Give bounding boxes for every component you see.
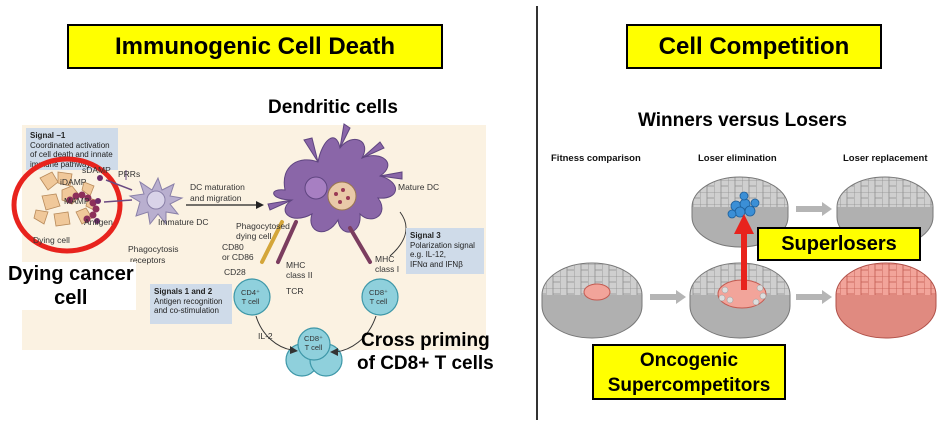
superloser-cluster	[727, 191, 760, 219]
arrow-bottom-1	[650, 290, 686, 304]
label-immature-dc: Immature DC	[158, 217, 209, 227]
signal-3-box: Signal 3 Polarization signal e.g. IL-12,…	[406, 228, 484, 274]
label-tcr: TCR	[286, 286, 304, 296]
dying-cell-highlight-circle	[11, 156, 123, 254]
costim-receptor	[260, 220, 284, 264]
winners-losers-subtitle: Winners versus Losers	[638, 110, 847, 131]
signal-minus1-line2: of cell death and innate	[30, 150, 113, 160]
superlosers-label: Superlosers	[781, 233, 897, 255]
signal-minus1-heading: Signal −1	[30, 131, 66, 140]
icd-title-box: Immunogenic Cell Death	[67, 24, 443, 69]
stage-loser-replacement: Loser replacement	[843, 153, 928, 164]
label-or-cd86: or CD86	[222, 252, 254, 262]
label-idamp: iDAMP	[60, 177, 87, 187]
label-sdamp: sDAMP	[82, 165, 111, 175]
oncogenic-label-2: Supercompetitors	[607, 375, 771, 396]
label-dying-cell: Dying cell	[33, 235, 70, 245]
label-cd4-tcell: CD4⁺T cell	[241, 288, 260, 306]
stage-fitness-comparison: Fitness comparison	[551, 153, 641, 164]
tissue-bottom-fitness	[541, 262, 643, 339]
label-cd80: CD80	[222, 242, 244, 252]
label-dc-maturation: DC maturation	[190, 182, 245, 192]
red-arrow-head	[734, 214, 754, 234]
signals-1-2-heading: Signals 1 and 2	[154, 287, 213, 296]
dendritic-cells-title: Dendritic cells	[268, 97, 398, 118]
arrow-top	[796, 202, 832, 216]
label-mhc-class-ii-1: MHC	[286, 260, 306, 270]
signals-1-2-line2: and co-stimulation	[154, 306, 219, 316]
label-mature-dc: Mature DC	[398, 182, 440, 192]
red-arrow-shaft	[741, 232, 747, 290]
dying-cancer-cell-label: Dying cancer cell	[6, 262, 136, 310]
label-cd8-tcell: CD8⁺T cell	[369, 288, 388, 306]
signal-minus1-line1: Coordinated activation	[30, 140, 110, 150]
cross-priming-label: Cross priming of CD8+ T cells	[357, 330, 494, 374]
mature-dc-nucleus	[304, 176, 328, 200]
mhc-i-receptor	[348, 226, 372, 264]
label-receptors: receptors	[130, 255, 166, 265]
signal-3-line1: Polarization signal	[410, 240, 475, 250]
label-cd8-cluster: CD8⁺T cell	[304, 334, 323, 352]
arrow-bottom-2	[796, 290, 832, 304]
label-mhc-class-ii-2: class II	[286, 270, 313, 280]
cc-title-box: Cell Competition	[626, 24, 882, 69]
phagocytosed-cell	[327, 181, 357, 211]
label-prrs: PRRs	[118, 169, 141, 179]
label-mhc-class-i-2: class I	[375, 264, 400, 274]
panel-divider	[536, 6, 538, 420]
signals-1-2-box: Signals 1 and 2 Antigen recognition and …	[150, 284, 232, 324]
label-phagocytosis: Phagocytosis	[128, 244, 179, 254]
oncogenic-supercompetitors-box: Oncogenic Supercompetitors	[592, 344, 786, 400]
label-dying-cell-2: dying cell	[236, 231, 272, 241]
label-mamp: MAMP	[64, 196, 90, 206]
signal-3-line3: IFNα and IFNβ	[410, 259, 463, 269]
superlosers-box: Superlosers	[757, 227, 921, 261]
tissue-bottom-replacement	[835, 262, 937, 339]
stage-loser-elimination: Loser elimination	[698, 153, 777, 164]
cc-title: Cell Competition	[658, 33, 850, 60]
tissue-bottom-elimination	[689, 262, 791, 339]
label-il2: IL-2	[258, 331, 273, 341]
signal-3-line2: e.g. IL-12,	[410, 250, 447, 260]
cd4-tcell	[233, 278, 271, 316]
mhc-ii-receptor	[276, 220, 298, 264]
label-antigen: Antigen	[84, 217, 113, 227]
label-cd28: CD28	[224, 267, 246, 277]
immature-dc-shape	[128, 176, 184, 226]
label-mhc-class-i-1: MHC	[375, 254, 395, 264]
cd8-tcell	[361, 278, 399, 316]
icd-title: Immunogenic Cell Death	[114, 33, 396, 60]
signals-1-2-line1: Antigen recognition	[154, 296, 223, 306]
oncogenic-label-1: Oncogenic	[639, 350, 739, 371]
signal-3-heading: Signal 3	[410, 231, 441, 240]
damp-chain	[66, 191, 100, 223]
signal-minus1-line3: immune pathways	[30, 159, 95, 169]
label-and-migration: and migration	[190, 193, 242, 203]
label-phagocytosed: Phagocytosed	[236, 221, 290, 231]
